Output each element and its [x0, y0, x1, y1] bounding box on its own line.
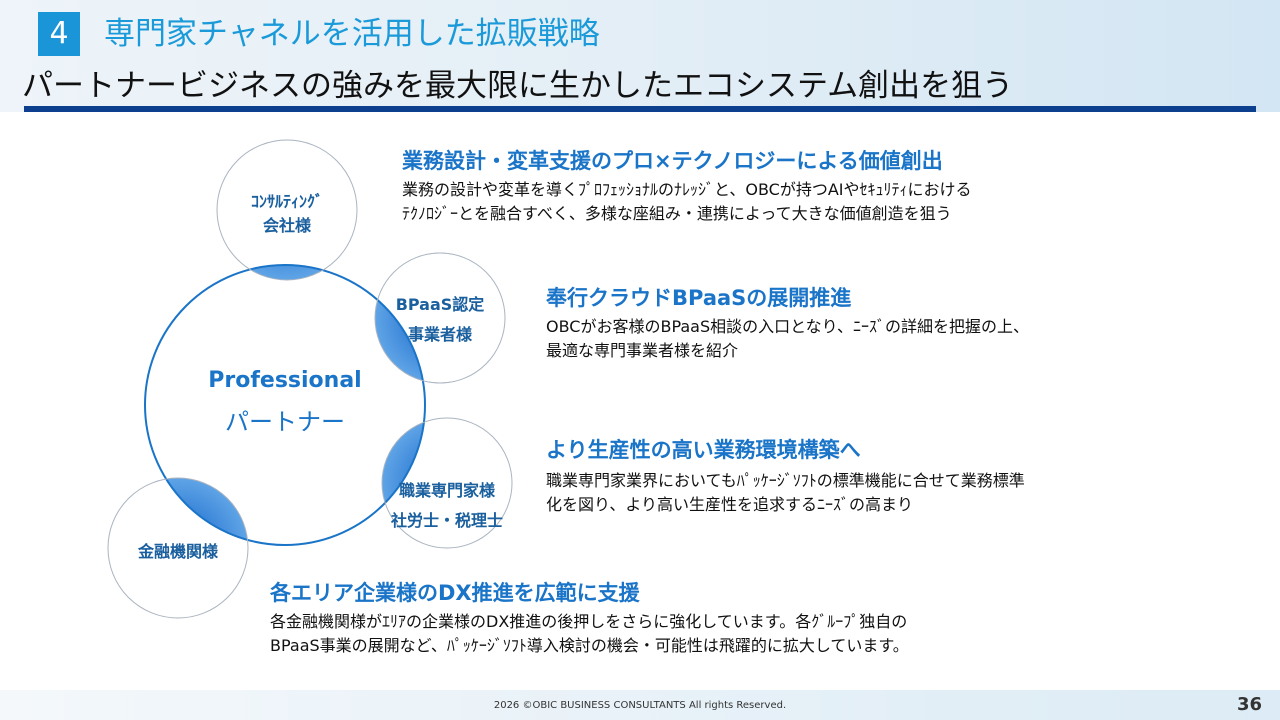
node-consulting: ｺﾝｻﾙﾃｨﾝｸﾞ会社様 [250, 192, 323, 235]
node-financial: 金融機関様 [137, 542, 218, 561]
node-circle [374, 252, 506, 384]
point-text-1: 業務の設計や変革を導くﾌﾟﾛﾌｪｯｼｮﾅﾙのﾅﾚｯｼﾞと、OBCが持つAIやｾｷ… [402, 180, 972, 223]
node-circle [381, 417, 513, 549]
point-heading-3: より生産性の高い業務環境構築へ [546, 438, 861, 462]
center-label-1: Professional [208, 368, 362, 393]
page-number: 36 [1236, 694, 1262, 715]
point-heading-2: 奉行クラウドBPaaSの展開推進 [546, 286, 852, 310]
page-title: パートナービジネスの強みを最大限に生かしたエコシステム創出を狙う [22, 68, 1014, 104]
point-heading-4: 各エリア企業様のDX推進を広範に支援 [270, 581, 640, 605]
node-circle [107, 477, 249, 619]
section-number: 4 [38, 12, 80, 56]
copyright: 2026 ©OBIC BUSINESS CONSULTANTS All righ… [493, 700, 787, 711]
main-circle [144, 264, 426, 546]
node-professional: 職業専門家様社労士・税理士 [390, 481, 503, 530]
point-heading-1: 業務設計・変革支援のプロ×テクノロジーによる価値創出 [402, 149, 943, 173]
node-circle [216, 139, 358, 281]
header-background [0, 0, 1280, 112]
footer-bar [0, 690, 1280, 720]
section-title: 専門家チャネルを活用した拡販戦略 [104, 16, 600, 52]
point-text-2: OBCがお客様のBPaaS相談の入口となり、ﾆｰｽﾞの詳細を把握の上、最適な専門… [546, 317, 1030, 360]
point-text-3: 職業専門家業界においてもﾊﾟｯｹｰｼﾞｿﾌﾄの標準機能に合せて業務標準化を図り、… [546, 471, 1025, 514]
title-divider [24, 106, 1256, 112]
point-text-4: 各金融機関様がｴﾘｱの企業様のDX推進の後押しをさらに強化しています。各ｸﾞﾙｰ… [270, 612, 909, 655]
node-bpaas: BPaaS認定事業者様 [395, 295, 485, 344]
center-label-2: パートナー [225, 408, 345, 436]
